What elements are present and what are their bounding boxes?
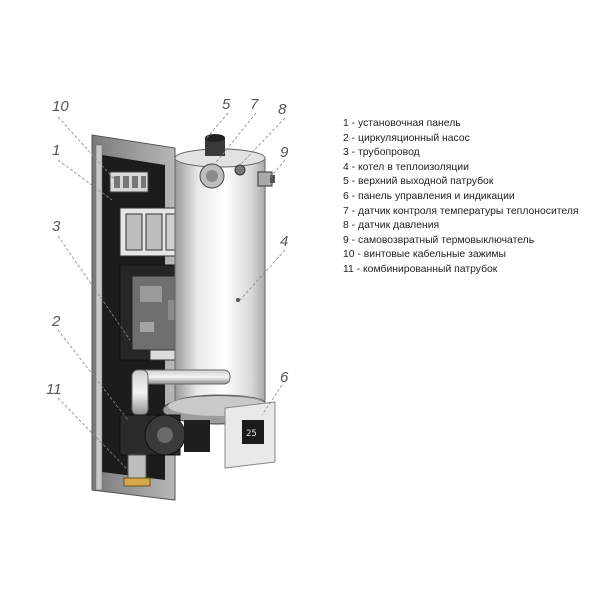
legend-item: 9 - самовозвратный термовыключатель bbox=[343, 234, 535, 246]
legend-item: 2 - циркуляционный насос bbox=[343, 132, 470, 144]
legend-item: 10 - винтовые кабельные зажимы bbox=[343, 249, 507, 261]
pressure-sensor bbox=[234, 164, 246, 176]
leader-lines bbox=[57, 112, 286, 471]
legend-item: 4 - котел в теплоизоляции bbox=[343, 161, 469, 173]
legend-item: 8 - датчик давления bbox=[343, 220, 440, 232]
temperature-sensor bbox=[199, 163, 225, 189]
display-readout: 25 bbox=[246, 429, 257, 439]
legend-item: 5 - верхний выходной патрубок bbox=[343, 176, 494, 188]
control-display-panel: 25 bbox=[224, 401, 276, 469]
callout-10: 10 bbox=[52, 98, 69, 115]
callout-2: 2 bbox=[51, 313, 61, 330]
thermal-switch bbox=[257, 171, 275, 187]
cable-terminals bbox=[109, 171, 149, 193]
callout-3: 3 bbox=[52, 218, 61, 235]
legend-item: 3 - трубопровод bbox=[343, 147, 420, 159]
legend-item: 6 - панель управления и индикации bbox=[343, 190, 515, 202]
callout-11: 11 bbox=[46, 381, 62, 398]
legend-item: 1 - установочная панель bbox=[343, 118, 461, 129]
combined-fitting bbox=[123, 454, 151, 487]
legend-item: 7 - датчик контроля температуры теплонос… bbox=[343, 205, 579, 217]
callout-4: 4 bbox=[280, 233, 288, 250]
callout-6: 6 bbox=[280, 369, 289, 386]
circulation-pump bbox=[119, 414, 210, 456]
callout-1: 1 bbox=[52, 142, 60, 159]
parts-legend: 1 - установочная панель 2 - циркуляционн… bbox=[343, 117, 598, 278]
callout-labels: 10 1 3 2 11 5 7 8 9 4 6 bbox=[46, 96, 289, 398]
callout-7: 7 bbox=[250, 96, 259, 113]
callout-5: 5 bbox=[222, 96, 231, 113]
legend-item: 11 - комбинированный патрубок bbox=[343, 263, 498, 275]
top-outlet bbox=[205, 134, 225, 156]
callout-9: 9 bbox=[280, 144, 289, 161]
callout-8: 8 bbox=[278, 101, 287, 118]
pipeline bbox=[131, 369, 231, 416]
